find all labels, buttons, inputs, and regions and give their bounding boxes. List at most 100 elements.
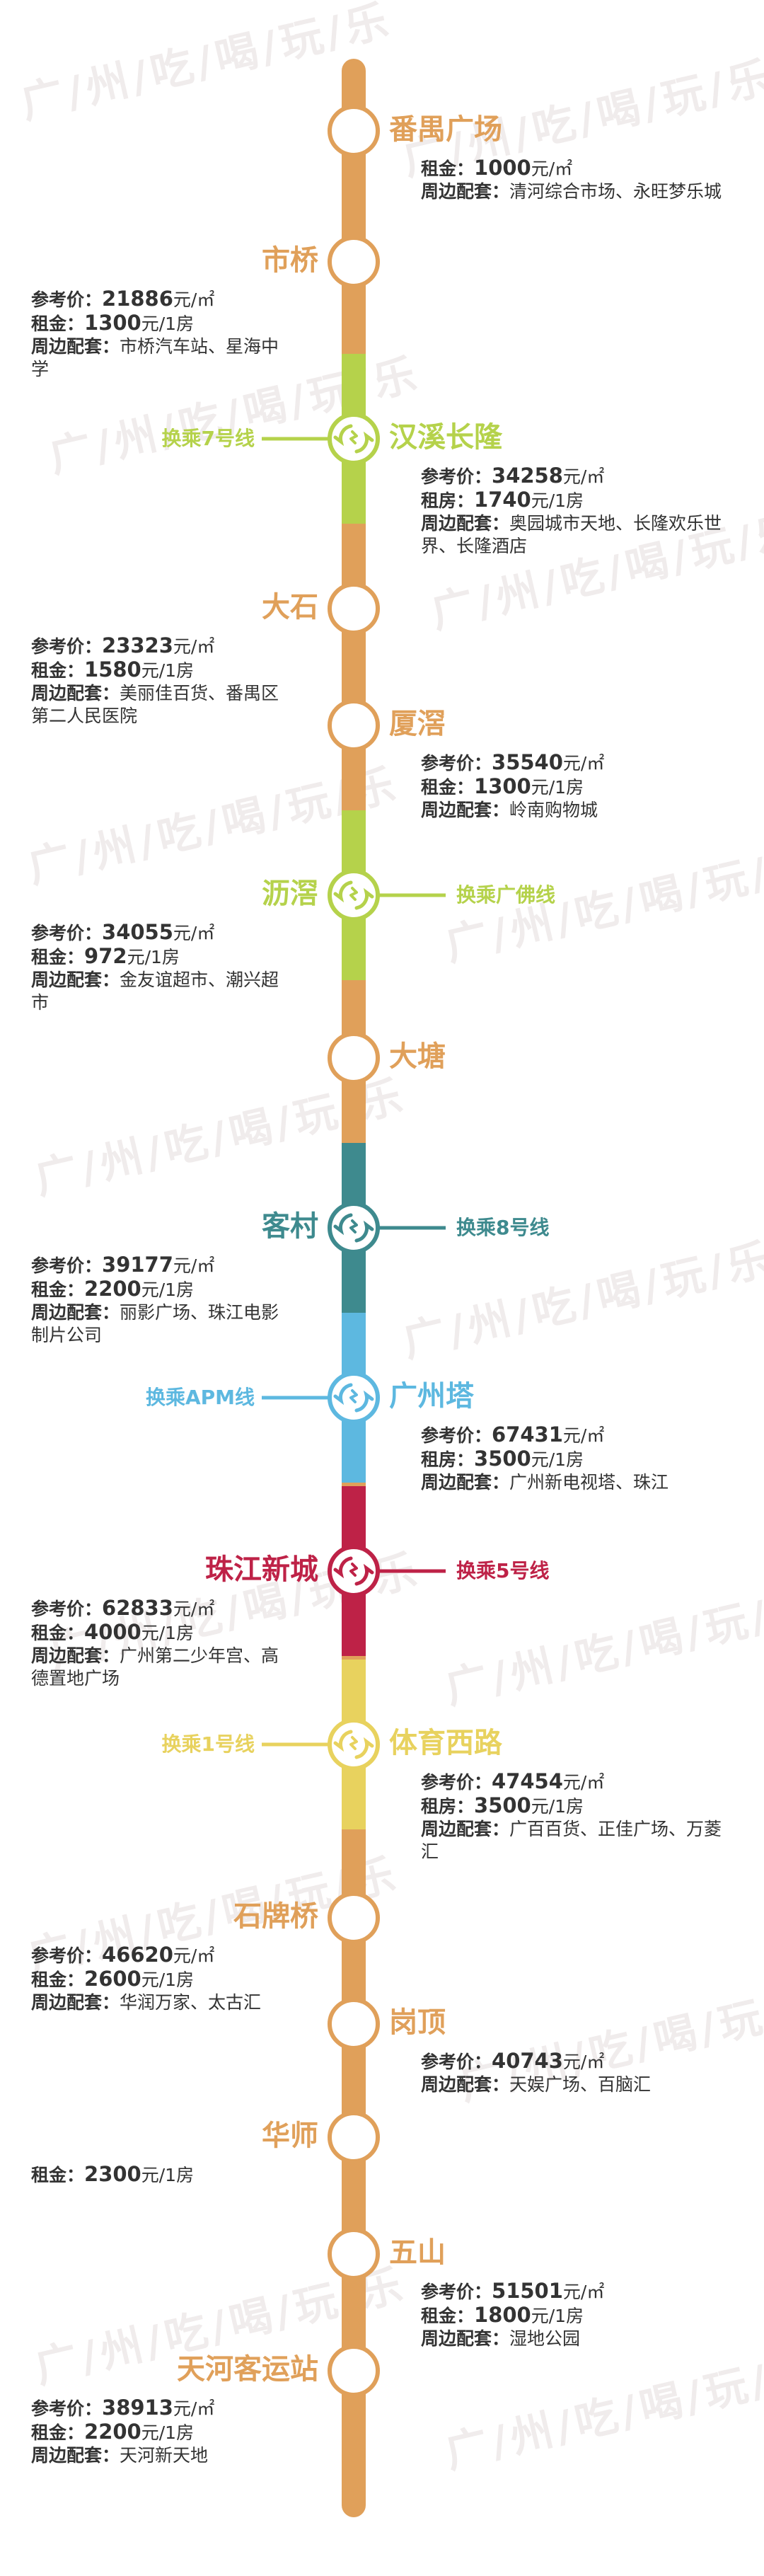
station-marker bbox=[328, 1892, 380, 1944]
rent: 租房：1740元/1房 bbox=[421, 488, 732, 512]
ref-price-value: 40743 bbox=[492, 2049, 563, 2073]
rent-value: 3500 bbox=[474, 1447, 531, 1471]
ref-price-label: 参考价： bbox=[421, 1425, 492, 1446]
nearby: 周边配套：丽影广场、珠江电影制片公司 bbox=[31, 1301, 293, 1347]
rent-unit: 元/1房 bbox=[531, 490, 584, 511]
ref-price-label: 参考价： bbox=[31, 289, 103, 310]
rent-unit: 元/1房 bbox=[141, 1280, 195, 1300]
ref-price-value: 23323 bbox=[102, 633, 173, 657]
nearby-unit: 天娱广场、百脑汇 bbox=[509, 2074, 652, 2095]
ref-price: 参考价：51501元/㎡ bbox=[421, 2279, 732, 2304]
ref-price-value: 67431 bbox=[492, 1422, 563, 1447]
ref-price-unit: 元/㎡ bbox=[173, 289, 215, 310]
rent-value: 1580 bbox=[84, 657, 141, 682]
ref-price: 参考价：40743元/㎡ bbox=[421, 2049, 732, 2074]
nearby: 周边配套：广州新电视塔、珠江 bbox=[421, 1471, 732, 1494]
transfer-icon bbox=[333, 1730, 374, 1759]
ref-price-label: 参考价： bbox=[31, 636, 103, 657]
nearby-label: 周边配套： bbox=[31, 1302, 120, 1323]
rent-value: 2200 bbox=[84, 1277, 141, 1301]
ref-price: 参考价：39177元/㎡ bbox=[31, 1253, 293, 1277]
ref-price-label: 参考价： bbox=[31, 1599, 103, 1619]
nearby-unit: 美丽佳百货、番禺区第二人民医院 bbox=[31, 683, 279, 726]
station-marker bbox=[328, 2111, 380, 2163]
rent: 租金：1580元/1房 bbox=[31, 658, 293, 682]
nearby: 周边配套：广州第二少年宫、高德置地广场 bbox=[31, 1645, 293, 1690]
ref-price-unit: 元/㎡ bbox=[173, 1945, 215, 1966]
nearby: 周边配套：华润万家、太古汇 bbox=[31, 1991, 293, 2014]
transfer-icon bbox=[349, 1563, 358, 1577]
nearby-label: 周边配套： bbox=[31, 970, 120, 990]
rent: 租金：4000元/1房 bbox=[31, 1621, 293, 1645]
station-marker bbox=[328, 699, 380, 752]
nearby-label: 周边配套： bbox=[31, 1645, 120, 1666]
rent-value: 1000 bbox=[474, 156, 531, 180]
station-name: 汉溪长隆 bbox=[389, 421, 502, 454]
transfer-icon bbox=[349, 430, 358, 444]
ref-price-unit: 元/㎡ bbox=[173, 923, 215, 943]
transfer-label: 换乘1号线 bbox=[161, 1732, 255, 1756]
rent-value: 4000 bbox=[84, 1620, 141, 1644]
rent-label: 租金： bbox=[31, 947, 85, 967]
rent-label: 租金： bbox=[421, 2306, 475, 2326]
station-name: 石牌桥 bbox=[233, 1900, 318, 1933]
transfer-icon bbox=[333, 880, 374, 910]
station-marker bbox=[328, 236, 380, 288]
nearby: 周边配套：金友谊超市、潮兴超市 bbox=[31, 969, 293, 1014]
rent: 租金：1000元/㎡ bbox=[421, 156, 732, 180]
nearby-unit: 清河综合市场、永旺梦乐城 bbox=[509, 181, 722, 202]
nearby-label: 周边配套： bbox=[31, 683, 120, 703]
nearby: 周边配套：湿地公园 bbox=[421, 2328, 732, 2350]
rent-label: 租金： bbox=[31, 2422, 85, 2443]
station-name: 大塘 bbox=[389, 1040, 446, 1073]
station-name: 五山 bbox=[389, 2236, 446, 2269]
nearby-label: 周边配套： bbox=[421, 1472, 510, 1493]
ref-price-label: 参考价： bbox=[421, 1772, 492, 1793]
station-name: 厦滘 bbox=[389, 708, 446, 740]
ref-price-label: 参考价： bbox=[31, 1945, 103, 1966]
rent: 租金：2300元/1房 bbox=[31, 2163, 293, 2187]
nearby: 周边配套：清河综合市场、永旺梦乐城 bbox=[421, 180, 732, 203]
nearby-label: 周边配套： bbox=[31, 336, 120, 357]
ref-price-label: 参考价： bbox=[31, 923, 103, 943]
station-name: 客村 bbox=[262, 1210, 318, 1243]
nearby-unit: 奥园城市天地、长隆欢乐世界、长隆酒店 bbox=[421, 513, 722, 556]
ref-price-unit: 元/㎡ bbox=[173, 2398, 215, 2419]
rent-value: 1740 bbox=[474, 488, 531, 512]
rent: 租金：2200元/1房 bbox=[31, 1277, 293, 1301]
station-marker bbox=[328, 1998, 380, 2050]
ref-price-value: 39177 bbox=[102, 1253, 173, 1277]
nearby-unit: 金友谊超市、潮兴超市 bbox=[31, 970, 279, 1013]
rent-label: 租房： bbox=[421, 490, 475, 511]
nearby-label: 周边配套： bbox=[31, 1992, 120, 2013]
ref-price-label: 参考价： bbox=[421, 2052, 492, 2072]
rent-label: 租金： bbox=[31, 314, 85, 334]
ref-price: 参考价：34055元/㎡ bbox=[31, 921, 293, 945]
ref-price-unit: 元/㎡ bbox=[562, 753, 605, 774]
station-name: 市桥 bbox=[262, 244, 318, 277]
station-name: 岗顶 bbox=[389, 2006, 446, 2039]
transfer-icon bbox=[333, 1556, 374, 1586]
ref-price-unit: 元/㎡ bbox=[562, 2052, 605, 2072]
rent: 租金：1800元/1房 bbox=[421, 2304, 732, 2328]
rent-unit: 元/1房 bbox=[531, 1449, 584, 1470]
rent-unit: 元/1房 bbox=[531, 777, 584, 798]
ref-price-label: 参考价： bbox=[421, 2282, 492, 2302]
rent-label: 租房： bbox=[421, 1796, 475, 1817]
rent-label: 租金： bbox=[31, 1280, 85, 1300]
rent-label: 租房： bbox=[421, 1449, 475, 1470]
nearby-label: 周边配套： bbox=[31, 2445, 120, 2466]
transfer-label: 换乘5号线 bbox=[456, 1559, 550, 1582]
transfer-label: 换乘APM线 bbox=[145, 1386, 255, 1409]
rent-label: 租金： bbox=[31, 660, 85, 681]
ref-price-value: 51501 bbox=[492, 2279, 563, 2303]
